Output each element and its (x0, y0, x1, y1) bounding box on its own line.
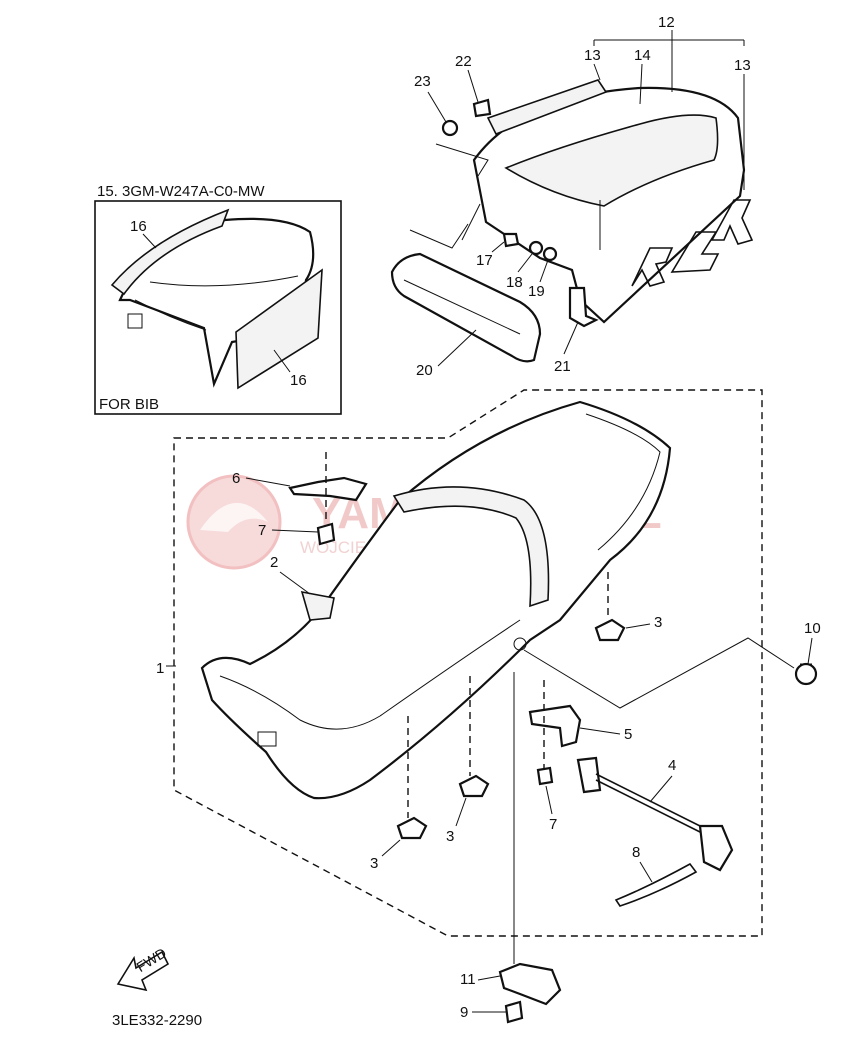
drawing-number: 3LE332-2290 (112, 1012, 202, 1029)
svg-text:2: 2 (270, 554, 278, 571)
svg-text:3: 3 (654, 614, 662, 631)
seat-assembly-outline (173, 389, 763, 937)
svg-text:6: 6 (232, 470, 240, 487)
svg-text:10: 10 (804, 620, 821, 637)
svg-text:4: 4 (668, 757, 676, 774)
svg-text:18: 18 (506, 274, 523, 291)
inset-note: FOR BIB (99, 396, 159, 413)
svg-text:19: 19 (528, 283, 545, 300)
svg-text:22: 22 (455, 53, 472, 70)
svg-text:20: 20 (416, 362, 433, 379)
svg-text:5: 5 (624, 726, 632, 743)
inset-title: 15. 3GM-W247A-C0-MW (97, 183, 265, 200)
hardware (288, 452, 818, 1024)
rear-cowl-assembly (390, 79, 754, 363)
svg-text:3: 3 (446, 828, 454, 845)
svg-text:11: 11 (460, 971, 476, 988)
svg-text:9: 9 (460, 1004, 468, 1021)
svg-text:7: 7 (258, 522, 266, 539)
svg-text:16: 16 (130, 218, 147, 235)
svg-text:8: 8 (632, 844, 640, 861)
svg-text:23: 23 (414, 73, 431, 90)
inset-bib: 15. 3GM-W247A-C0-MW FOR BIB 16 16 (94, 183, 342, 415)
main-seat (200, 400, 672, 800)
svg-text:3: 3 (370, 855, 378, 872)
top-callouts: 12 13 14 13 22 23 17 18 19 20 21 (414, 14, 751, 379)
svg-text:13: 13 (584, 47, 601, 64)
fwd-arrow-icon: FWD (116, 945, 170, 992)
svg-text:21: 21 (554, 358, 571, 375)
svg-text:7: 7 (549, 816, 557, 833)
svg-text:14: 14 (634, 47, 651, 64)
svg-text:13: 13 (734, 57, 751, 74)
lower-callouts: 6 7 2 1 3 10 5 4 7 3 3 8 11 9 (156, 470, 821, 1021)
svg-text:12: 12 (658, 14, 675, 31)
fwd-label: FWD (134, 945, 170, 975)
svg-text:16: 16 (290, 372, 307, 389)
svg-text:17: 17 (476, 252, 493, 269)
svg-text:1: 1 (156, 660, 164, 677)
